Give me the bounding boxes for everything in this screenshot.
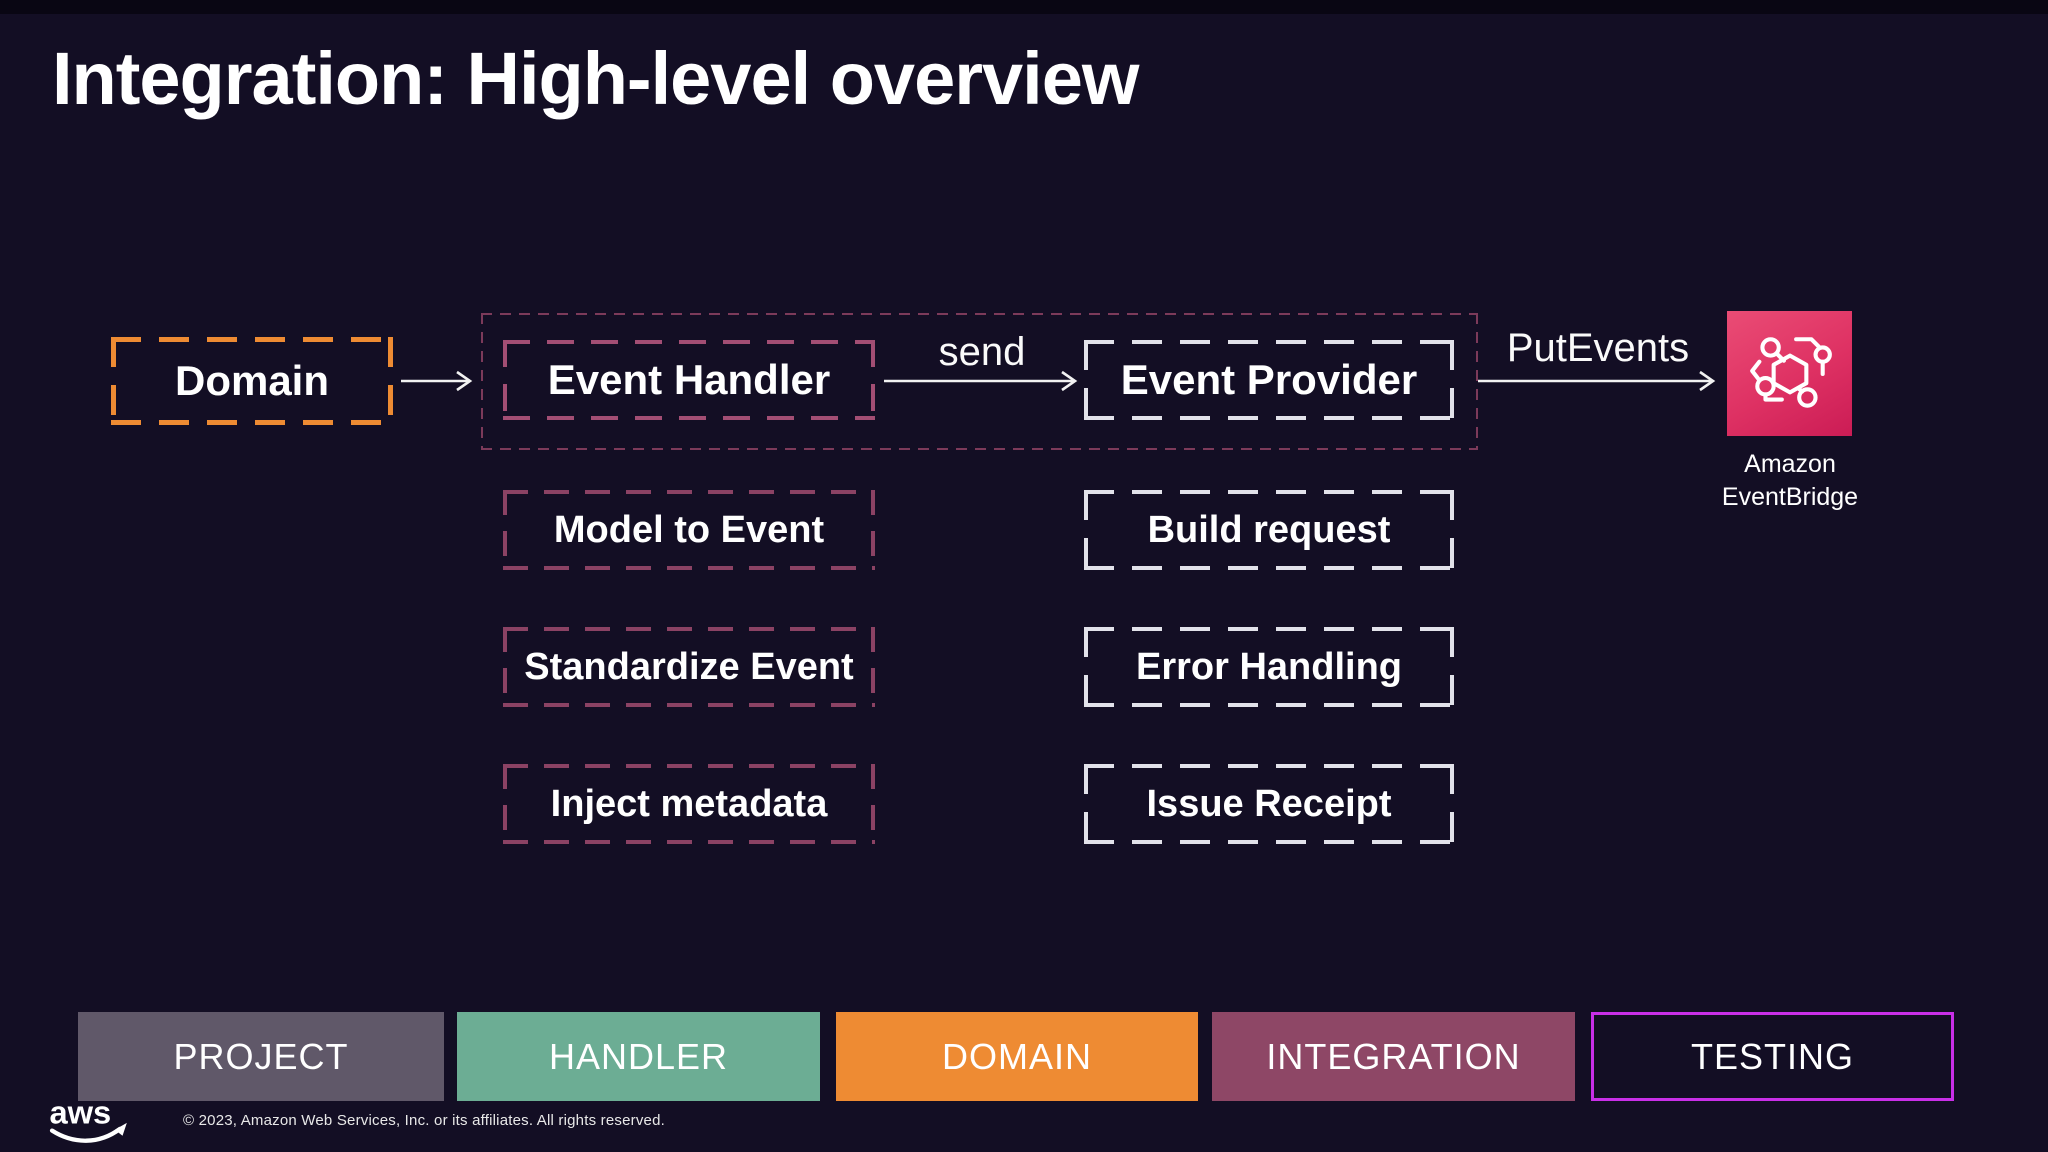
handler-step-model-to-event: Model to Event — [503, 490, 875, 570]
provider-step-label: Issue Receipt — [1146, 782, 1392, 825]
event-provider-box: Event Provider — [1084, 340, 1454, 420]
eventbridge-icon — [1749, 336, 1832, 408]
event-handler-box: Event Handler — [503, 340, 875, 420]
legend-tag-project: PROJECT — [78, 1012, 444, 1101]
provider-step-error-handling: Error Handling — [1084, 627, 1454, 707]
letterbox-strip — [0, 0, 2048, 14]
eventbridge-service-tile — [1727, 311, 1852, 436]
copyright-text: © 2023, Amazon Web Services, Inc. or its… — [183, 1112, 665, 1129]
eventbridge-caption: Amazon EventBridge — [1721, 450, 1859, 511]
provider-step-build-request: Build request — [1084, 490, 1454, 570]
legend-tag-integration: INTEGRATION — [1212, 1012, 1575, 1101]
arrow-handler-to-provider — [884, 370, 1078, 392]
event-provider-label: Event Provider — [1120, 356, 1418, 403]
legend-tag-testing: TESTING — [1591, 1012, 1954, 1101]
event-handler-label: Event Handler — [547, 356, 831, 403]
handler-step-inject-metadata: Inject metadata — [503, 764, 875, 844]
handler-step-label: Standardize Event — [524, 645, 854, 688]
send-arrow-label: send — [938, 330, 1026, 374]
domain-box: Domain — [111, 337, 393, 425]
aws-logo: aws — [49, 1094, 127, 1143]
legend-tag-handler: HANDLER — [457, 1012, 820, 1101]
arrow-provider-to-eventbridge — [1478, 370, 1716, 392]
legend-tag-domain: DOMAIN — [836, 1012, 1198, 1101]
handler-step-standardize-event: Standardize Event — [503, 627, 875, 707]
aws-logo-text: aws — [49, 1094, 111, 1131]
handler-step-label: Inject metadata — [550, 782, 828, 825]
arrow-domain-to-handler — [401, 370, 473, 392]
handler-step-label: Model to Event — [553, 508, 825, 551]
provider-step-issue-receipt: Issue Receipt — [1084, 764, 1454, 844]
page-title: Integration: High-level overview — [52, 37, 1139, 120]
domain-box-label: Domain — [174, 357, 329, 404]
provider-step-label: Error Handling — [1135, 645, 1403, 688]
putevents-arrow-label: PutEvents — [1506, 326, 1690, 370]
provider-step-label: Build request — [1147, 508, 1391, 551]
